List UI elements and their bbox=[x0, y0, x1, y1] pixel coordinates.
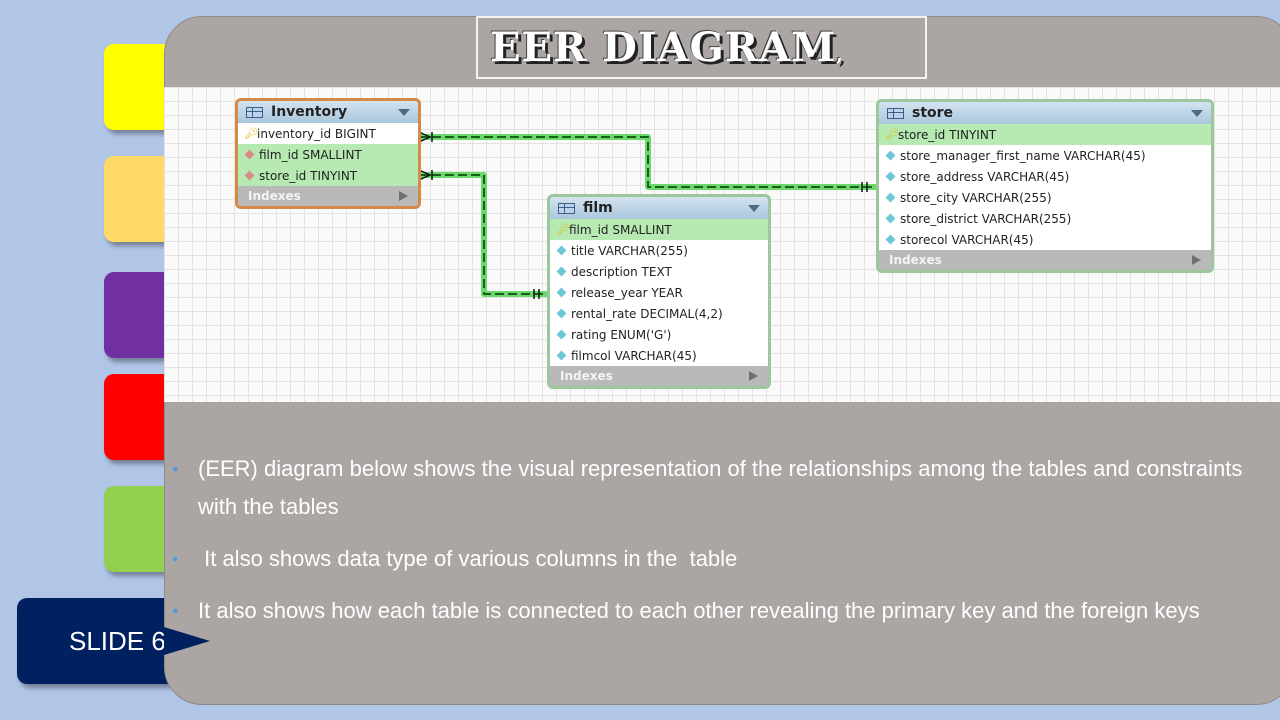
entity-name: film bbox=[583, 200, 613, 216]
table-icon bbox=[558, 202, 575, 214]
column-icon bbox=[885, 234, 896, 245]
column-row[interactable]: 🔑︎store_id TINYINT bbox=[879, 124, 1211, 145]
slide-title: EER DIAGRAM, bbox=[490, 24, 844, 71]
bullet-text: It also shows how each table is connecte… bbox=[198, 598, 1200, 623]
collapse-caret-icon[interactable] bbox=[398, 108, 410, 116]
indexes-label: Indexes bbox=[248, 189, 301, 203]
expand-arrow-icon[interactable] bbox=[399, 191, 408, 201]
column-row[interactable]: film_id SMALLINT bbox=[238, 144, 418, 165]
column-label: release_year YEAR bbox=[571, 285, 683, 300]
column-label: filmcol VARCHAR(45) bbox=[571, 348, 697, 363]
bullet-item: • It also shows how each table is connec… bbox=[172, 592, 1252, 630]
bullet-dot-icon: • bbox=[172, 459, 179, 479]
column-label: rental_rate DECIMAL(4,2) bbox=[571, 306, 723, 321]
collapse-caret-icon[interactable] bbox=[1191, 109, 1203, 117]
expand-arrow-icon[interactable] bbox=[749, 371, 758, 381]
column-row[interactable]: 🔑︎inventory_id BIGINT bbox=[238, 123, 418, 144]
bullet-list: • (EER) diagram below shows the visual r… bbox=[172, 450, 1252, 644]
relationship-lines bbox=[418, 131, 876, 299]
table-icon bbox=[246, 106, 263, 118]
column-row[interactable]: filmcol VARCHAR(45) bbox=[550, 345, 768, 366]
column-label: description TEXT bbox=[571, 264, 672, 279]
column-icon bbox=[885, 213, 896, 224]
bullet-item: • It also shows data type of various col… bbox=[172, 540, 1252, 578]
column-row[interactable]: title VARCHAR(255) bbox=[550, 240, 768, 261]
eer-diagram: Inventory 🔑︎inventory_id BIGINT film_id … bbox=[164, 87, 1280, 402]
bullet-dot-icon: • bbox=[172, 549, 179, 569]
column-icon bbox=[556, 266, 567, 277]
column-label: film_id SMALLINT bbox=[259, 147, 362, 162]
column-row[interactable]: description TEXT bbox=[550, 261, 768, 282]
column-icon bbox=[885, 192, 896, 203]
column-label: store_id TINYINT bbox=[259, 168, 358, 183]
column-label: store_manager_first_name VARCHAR(45) bbox=[900, 148, 1146, 163]
column-icon bbox=[885, 171, 896, 182]
column-row[interactable]: rating ENUM('G') bbox=[550, 324, 768, 345]
primary-key-icon: 🔑︎ bbox=[885, 128, 899, 141]
column-label: storecol VARCHAR(45) bbox=[900, 232, 1034, 247]
column-row[interactable]: store_manager_first_name VARCHAR(45) bbox=[879, 145, 1211, 166]
foreign-key-icon bbox=[244, 170, 255, 181]
primary-key-icon: 🔑︎ bbox=[556, 223, 570, 236]
column-row[interactable]: store_id TINYINT bbox=[238, 165, 418, 186]
column-label: store_city VARCHAR(255) bbox=[900, 190, 1052, 205]
column-label: store_address VARCHAR(45) bbox=[900, 169, 1070, 184]
column-label: store_district VARCHAR(255) bbox=[900, 211, 1072, 226]
title-box: EER DIAGRAM, bbox=[476, 16, 927, 79]
entity-inventory[interactable]: Inventory 🔑︎inventory_id BIGINT film_id … bbox=[235, 98, 421, 209]
entity-header[interactable]: store bbox=[879, 102, 1211, 124]
column-label: inventory_id BIGINT bbox=[257, 126, 376, 141]
column-row[interactable]: 🔑︎film_id SMALLINT bbox=[550, 219, 768, 240]
column-row[interactable]: storecol VARCHAR(45) bbox=[879, 229, 1211, 250]
column-row[interactable]: release_year YEAR bbox=[550, 282, 768, 303]
primary-key-icon: 🔑︎ bbox=[244, 127, 258, 140]
column-icon bbox=[556, 287, 567, 298]
column-label: store_id TINYINT bbox=[898, 127, 997, 142]
column-icon bbox=[885, 150, 896, 161]
column-row[interactable]: rental_rate DECIMAL(4,2) bbox=[550, 303, 768, 324]
column-label: rating ENUM('G') bbox=[571, 327, 672, 342]
bullet-text: It also shows data type of various colum… bbox=[198, 546, 738, 571]
column-icon bbox=[556, 350, 567, 361]
table-icon bbox=[887, 107, 904, 119]
indexes-label: Indexes bbox=[889, 253, 942, 267]
indexes-section[interactable]: Indexes bbox=[550, 366, 768, 386]
column-icon bbox=[556, 308, 567, 319]
bullet-text: (EER) diagram below shows the visual rep… bbox=[198, 456, 1243, 519]
entity-store[interactable]: store 🔑︎store_id TINYINT store_manager_f… bbox=[876, 99, 1214, 273]
expand-arrow-icon[interactable] bbox=[1192, 255, 1201, 265]
column-icon bbox=[556, 245, 567, 256]
entity-film[interactable]: film 🔑︎film_id SMALLINT title VARCHAR(25… bbox=[547, 194, 771, 389]
indexes-section[interactable]: Indexes bbox=[879, 250, 1211, 270]
collapse-caret-icon[interactable] bbox=[748, 204, 760, 212]
entity-name: Inventory bbox=[271, 104, 348, 120]
indexes-section[interactable]: Indexes bbox=[238, 186, 418, 206]
column-row[interactable]: store_district VARCHAR(255) bbox=[879, 208, 1211, 229]
indexes-label: Indexes bbox=[560, 369, 613, 383]
slide-pointer-arrow bbox=[164, 627, 210, 655]
column-row[interactable]: store_address VARCHAR(45) bbox=[879, 166, 1211, 187]
entity-name: store bbox=[912, 105, 954, 121]
foreign-key-icon bbox=[244, 149, 255, 160]
column-label: film_id SMALLINT bbox=[569, 222, 672, 237]
column-row[interactable]: store_city VARCHAR(255) bbox=[879, 187, 1211, 208]
entity-header[interactable]: Inventory bbox=[238, 101, 418, 123]
bullet-dot-icon: • bbox=[172, 601, 179, 621]
column-label: title VARCHAR(255) bbox=[571, 243, 688, 258]
column-icon bbox=[556, 329, 567, 340]
bullet-item: • (EER) diagram below shows the visual r… bbox=[172, 450, 1252, 526]
entity-header[interactable]: film bbox=[550, 197, 768, 219]
